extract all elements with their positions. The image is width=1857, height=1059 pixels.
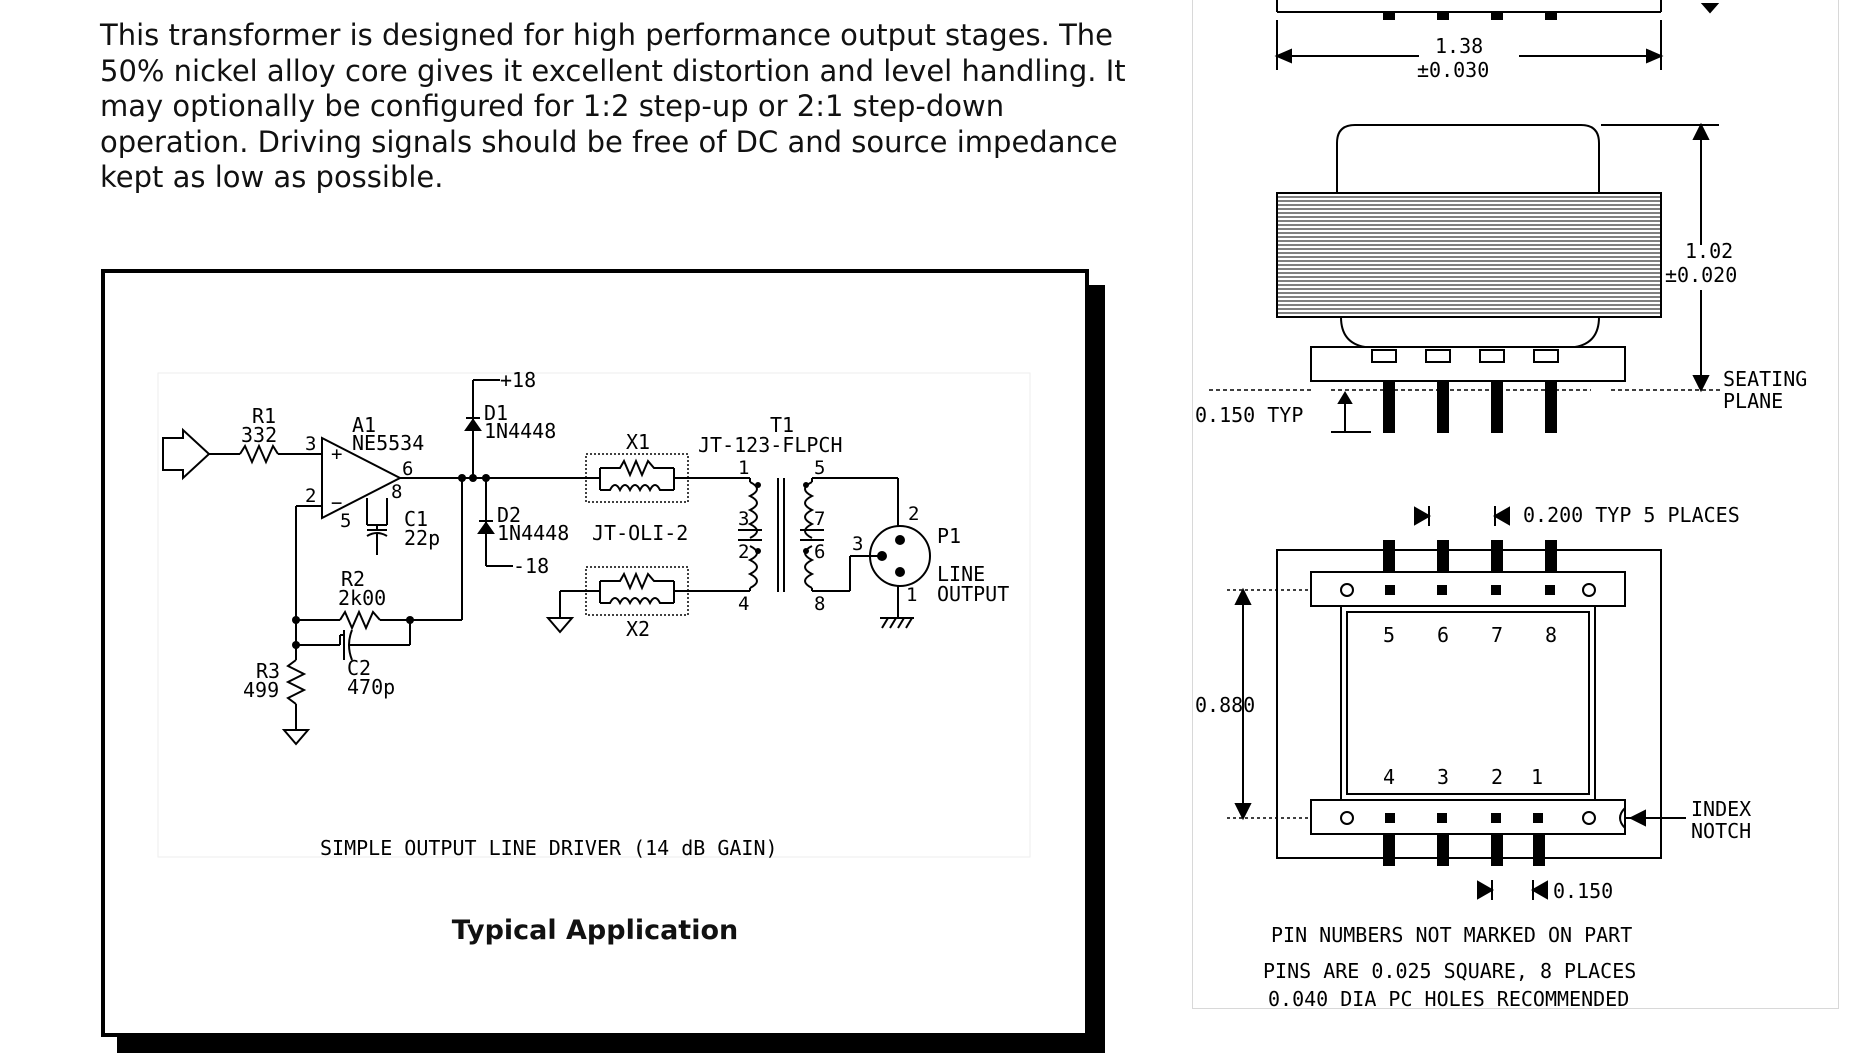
typical-application-panel: + − R1 332 A1 NE5534 3 2 6 5 8 C1 22p R2… (101, 269, 1089, 1037)
pin-label: 3 (852, 533, 863, 555)
t1-part: JT-123-FLPCH (698, 433, 843, 457)
pin-label: 2 (908, 503, 919, 525)
x1-ref: X1 (626, 430, 650, 454)
svg-text:+: + (331, 443, 342, 465)
a1-value: NE5534 (352, 431, 424, 455)
r3-value: 499 (243, 678, 279, 702)
pin-number: 2 (1491, 765, 1503, 789)
intro-paragraph: This transformer is designed for high pe… (100, 18, 1126, 194)
pin-label: 6 (814, 541, 825, 563)
pin-label: 2 (738, 541, 749, 563)
svg-text:−: − (331, 492, 342, 514)
d2-value: 1N4448 (497, 521, 569, 545)
r3-ref: R3 (256, 659, 280, 683)
r2-ref: R2 (341, 567, 365, 591)
r1-value: 332 (241, 423, 277, 447)
pin-label: 3 (305, 433, 316, 455)
pin-label: 6 (402, 458, 413, 480)
line-driver-schematic: + − R1 332 A1 NE5534 3 2 6 5 8 C1 22p R2… (157, 368, 1031, 860)
index-notch-label-line1: INDEX (1691, 797, 1751, 821)
pin-label: 5 (814, 457, 825, 479)
zobel-part: JT-OLI-2 (592, 521, 688, 545)
pin-number: 5 (1383, 623, 1395, 647)
outline-drawing: 1.38 ±0.030 1.02 ±0.020 SEATING PLANE 0.… (1195, 0, 1807, 1008)
note-pin-size: PINS ARE 0.025 SQUARE, 8 PLACES (1263, 959, 1636, 983)
pin-label: 7 (814, 508, 825, 530)
pin-offset-dimension: 0.150 (1553, 879, 1613, 903)
pin-number: 6 (1437, 623, 1449, 647)
pin-number: 3 (1437, 765, 1449, 789)
lamination-stack (1278, 196, 1660, 314)
height-dimension: 1.02 (1685, 239, 1733, 263)
p1-ref: P1 (937, 524, 961, 548)
panel-title: Typical Application (451, 915, 739, 946)
x2-ref: X2 (626, 617, 650, 641)
pin-label: 8 (391, 481, 402, 503)
p1-label-line1: LINE (937, 562, 985, 586)
c2-value: 470p (347, 675, 395, 699)
pin-pitch-dimension: 0.200 TYP 5 PLACES (1523, 503, 1740, 527)
standoff-dimension: 0.150 TYP (1195, 403, 1303, 427)
pin-number: 8 (1545, 623, 1557, 647)
d1-ref: D1 (484, 401, 508, 425)
width-tolerance: ±0.030 (1417, 58, 1489, 82)
r2-value: 2k00 (338, 586, 386, 610)
seating-plane-label-line1: SEATING (1723, 367, 1807, 391)
row-spacing-dimension: 0.880 (1195, 693, 1255, 717)
r1-ref: R1 (252, 404, 276, 428)
t1-ref: T1 (770, 413, 794, 437)
a1-ref: A1 (352, 413, 376, 437)
mechanical-drawing-panel: 1.38 ±0.030 1.02 ±0.020 SEATING PLANE 0.… (1192, 0, 1839, 1009)
d1-value: 1N4448 (484, 419, 556, 443)
pin-label: 1 (906, 584, 917, 606)
pin-number: 4 (1383, 765, 1395, 789)
pin-label: 8 (814, 593, 825, 615)
index-notch-label-line2: NOTCH (1691, 819, 1751, 843)
pin-label: 5 (340, 510, 351, 532)
seating-plane-label-line2: PLANE (1723, 389, 1783, 413)
note-pin-numbers: PIN NUMBERS NOT MARKED ON PART (1271, 923, 1632, 947)
pin-number: 7 (1491, 623, 1503, 647)
schematic-caption: SIMPLE OUTPUT LINE DRIVER (14 dB GAIN) (320, 836, 778, 860)
pin-number: 1 (1531, 765, 1543, 789)
d2-ref: D2 (497, 503, 521, 527)
pin-label: 3 (738, 508, 749, 530)
height-tolerance: ±0.020 (1665, 263, 1737, 287)
pin-label: 2 (305, 485, 316, 507)
pin-label: 1 (738, 457, 749, 479)
width-dimension: 1.38 (1435, 34, 1483, 58)
note-pc-holes: 0.040 DIA PC HOLES RECOMMENDED (1268, 987, 1629, 1008)
supply-negative: -18 (513, 554, 549, 578)
c1-ref: C1 (404, 507, 428, 531)
supply-positive: +18 (500, 368, 536, 392)
c1-value: 22p (404, 526, 440, 550)
c2-ref: C2 (347, 656, 371, 680)
pin-label: 4 (738, 593, 749, 615)
p1-label-line2: OUTPUT (937, 582, 1009, 606)
